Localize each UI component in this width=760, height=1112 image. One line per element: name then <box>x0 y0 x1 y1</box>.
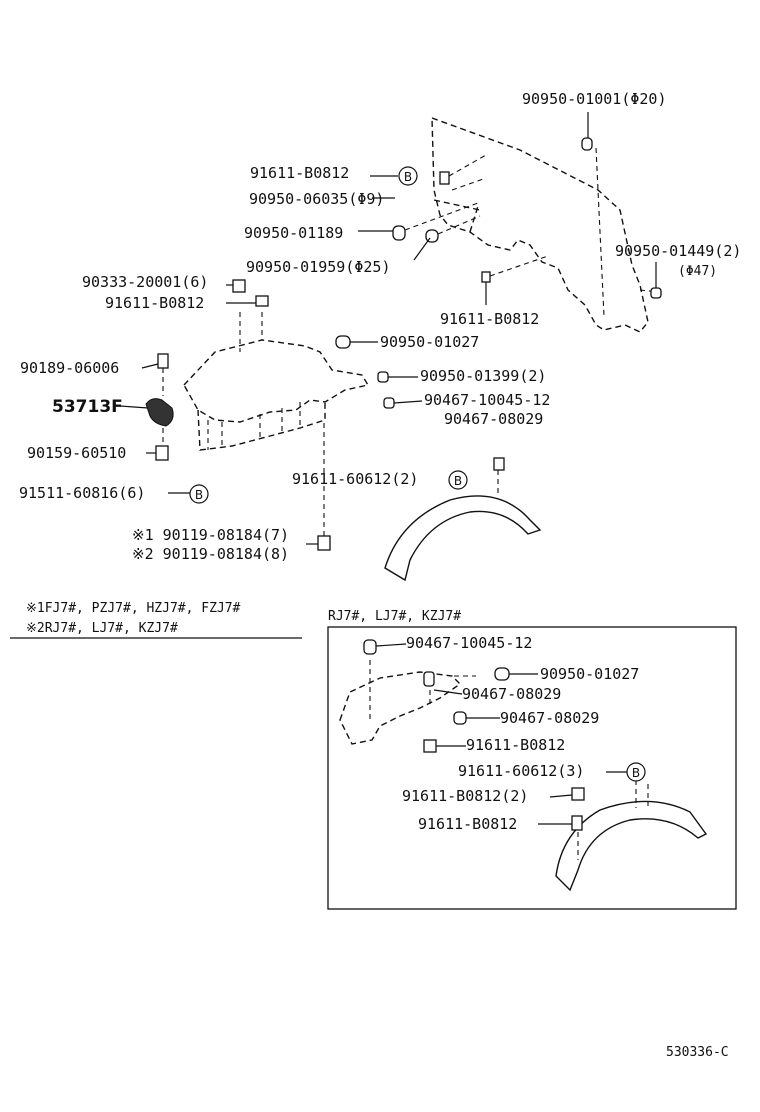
part-label: 90189-06006 <box>20 359 119 377</box>
screw-icon <box>493 457 505 471</box>
part-label: 90950-01399(2) <box>420 367 546 385</box>
diagram-code: 530336-C <box>666 1045 729 1060</box>
part-label: 91611-B0812 <box>250 164 349 182</box>
engine-under-cover <box>183 339 370 423</box>
part-label: ※1 90119-08184(7) <box>132 526 289 544</box>
part-label: 91511-60816(6) <box>19 484 145 502</box>
bracket-53713F <box>145 398 174 427</box>
inset-part-label: 91611-B0812 <box>418 815 517 833</box>
bolt-icon <box>571 787 585 801</box>
part-label: 91611-60612(2) <box>292 470 418 488</box>
inset-under-cover <box>339 671 462 745</box>
screw-icon <box>423 671 435 687</box>
part-label: 91611-B0812 <box>440 310 539 328</box>
model-note: ※1FJ7#, PZJ7#, HZJ7#, FZJ7# <box>26 601 241 616</box>
inset-part-label: 91611-60612(3) <box>458 762 584 780</box>
inset-part-label: 90950-01027 <box>540 665 639 683</box>
clip-icon <box>383 397 395 409</box>
bolt-icon <box>481 271 491 283</box>
model-note: ※2RJ7#, LJ7#, KZJ7# <box>26 621 178 636</box>
clip-icon <box>494 667 510 681</box>
fender-liner <box>384 495 542 582</box>
engine-under-cover-side <box>197 402 326 451</box>
screw-icon <box>157 353 169 369</box>
part-label: 90467-08029 <box>444 410 543 428</box>
grommet-icon <box>392 225 406 241</box>
inset-part-label: 90467-10045-12 <box>406 634 532 652</box>
inset-box <box>327 626 737 910</box>
inset-part-label: 90467-08029 <box>462 685 561 703</box>
screw-icon <box>363 639 377 655</box>
inset-part-label: 91611-B0812(2) <box>402 787 528 805</box>
svg-text:B: B <box>195 488 203 502</box>
part-label: 53713F <box>52 397 123 417</box>
part-label: 90159-60510 <box>27 444 126 462</box>
clip-icon <box>439 171 450 185</box>
inset-title: RJ7#, LJ7#, KZJ7# <box>328 609 461 624</box>
bolt-icon <box>317 535 331 551</box>
part-label: (Φ47) <box>678 264 717 279</box>
part-label: 90950-01449(2) <box>615 242 741 260</box>
bolt-icon <box>255 295 269 307</box>
inset-part-label: 90467-08029 <box>500 709 599 727</box>
ref-marker-b <box>448 470 468 490</box>
splash-shield-panel <box>431 116 649 333</box>
clip-icon <box>581 137 593 151</box>
clip-icon <box>377 371 389 383</box>
part-label: 90950-06035(Φ9) <box>249 190 384 208</box>
part-label: ※2 90119-08184(8) <box>132 545 289 563</box>
bolt-icon <box>423 739 437 753</box>
bolt-icon <box>155 445 169 461</box>
bolt-icon <box>571 815 583 831</box>
clip-icon <box>650 287 662 299</box>
part-label: 90333-20001(6) <box>82 273 208 291</box>
nut-icon <box>232 279 246 293</box>
part-label: 90950-01189 <box>244 224 343 242</box>
inset-part-label: 91611-B0812 <box>466 736 565 754</box>
svg-text:B: B <box>632 766 640 780</box>
clip-icon <box>335 335 351 349</box>
screw-icon <box>453 711 467 725</box>
part-label: 91611-B0812 <box>105 294 204 312</box>
ref-marker-b <box>189 484 209 504</box>
part-label: 90950-01959(Φ25) <box>246 258 391 276</box>
svg-text:B: B <box>404 170 412 184</box>
ref-marker-b <box>626 762 646 782</box>
svg-text:B: B <box>454 474 462 488</box>
part-label: 90950-01027 <box>380 333 479 351</box>
part-label: 90467-10045-12 <box>424 391 550 409</box>
part-label: 90950-01001(Φ20) <box>522 90 667 108</box>
ref-marker-b <box>398 166 418 186</box>
